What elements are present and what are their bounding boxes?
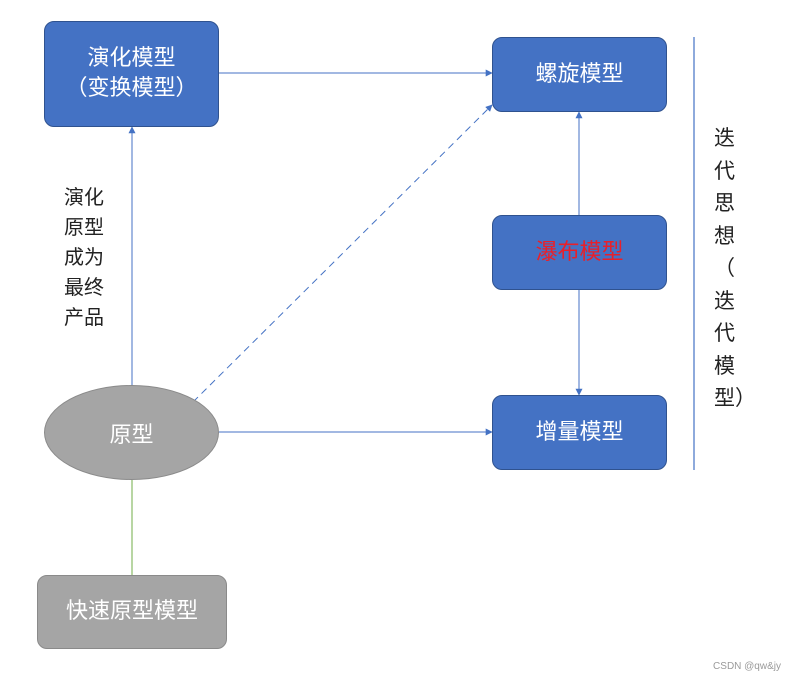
watermark: CSDN @qw&jy bbox=[713, 661, 781, 672]
side-label-char: 思 bbox=[714, 191, 735, 216]
edge-label-line: 产品 bbox=[64, 305, 104, 329]
node-evolution-line1: 演化模型 bbox=[87, 46, 176, 72]
edge-label-evolve-to-final: 演化 原型 成为 最终 产品 bbox=[56, 182, 112, 332]
node-prototype: 原型 bbox=[44, 385, 219, 480]
node-spiral-model: 螺旋模型 bbox=[492, 37, 667, 112]
node-incremental-model: 增量模型 bbox=[492, 395, 667, 470]
edge-label-line: 原型 bbox=[64, 215, 104, 239]
node-waterfall-model: 瀑布模型 bbox=[492, 215, 667, 290]
node-incremental-label: 增量模型 bbox=[535, 419, 624, 445]
side-label-char: 迭 bbox=[714, 126, 735, 150]
edge-label-line: 最终 bbox=[64, 275, 104, 299]
node-waterfall-label: 瀑布模型 bbox=[535, 239, 624, 265]
node-rapid-prototype-model: 快速原型模型 bbox=[37, 575, 227, 649]
node-spiral-label: 螺旋模型 bbox=[535, 61, 624, 87]
side-label-char: 想 bbox=[714, 223, 735, 248]
side-label-char: 模 bbox=[714, 353, 735, 378]
node-prototype-label: 原型 bbox=[109, 422, 154, 448]
edge-prototype-to-spiral-dashed bbox=[192, 104, 493, 403]
side-label-char: 型） bbox=[714, 386, 756, 411]
side-label-char: （ bbox=[714, 256, 735, 281]
edge-label-line: 演化 bbox=[64, 185, 104, 209]
node-rapid-prototype-label: 快速原型模型 bbox=[65, 599, 198, 625]
node-evolution-line2: （变换模型） bbox=[65, 76, 198, 101]
edge-label-line: 成为 bbox=[64, 245, 104, 269]
side-label-char: 代 bbox=[714, 158, 735, 183]
side-label-char: 代 bbox=[714, 321, 735, 346]
node-evolution-model: 演化模型 （变换模型） bbox=[44, 21, 219, 127]
side-label-char: 迭 bbox=[714, 288, 735, 313]
side-label-iteration: 迭 代 思 想 （ 迭 代 模 型） bbox=[708, 122, 760, 415]
